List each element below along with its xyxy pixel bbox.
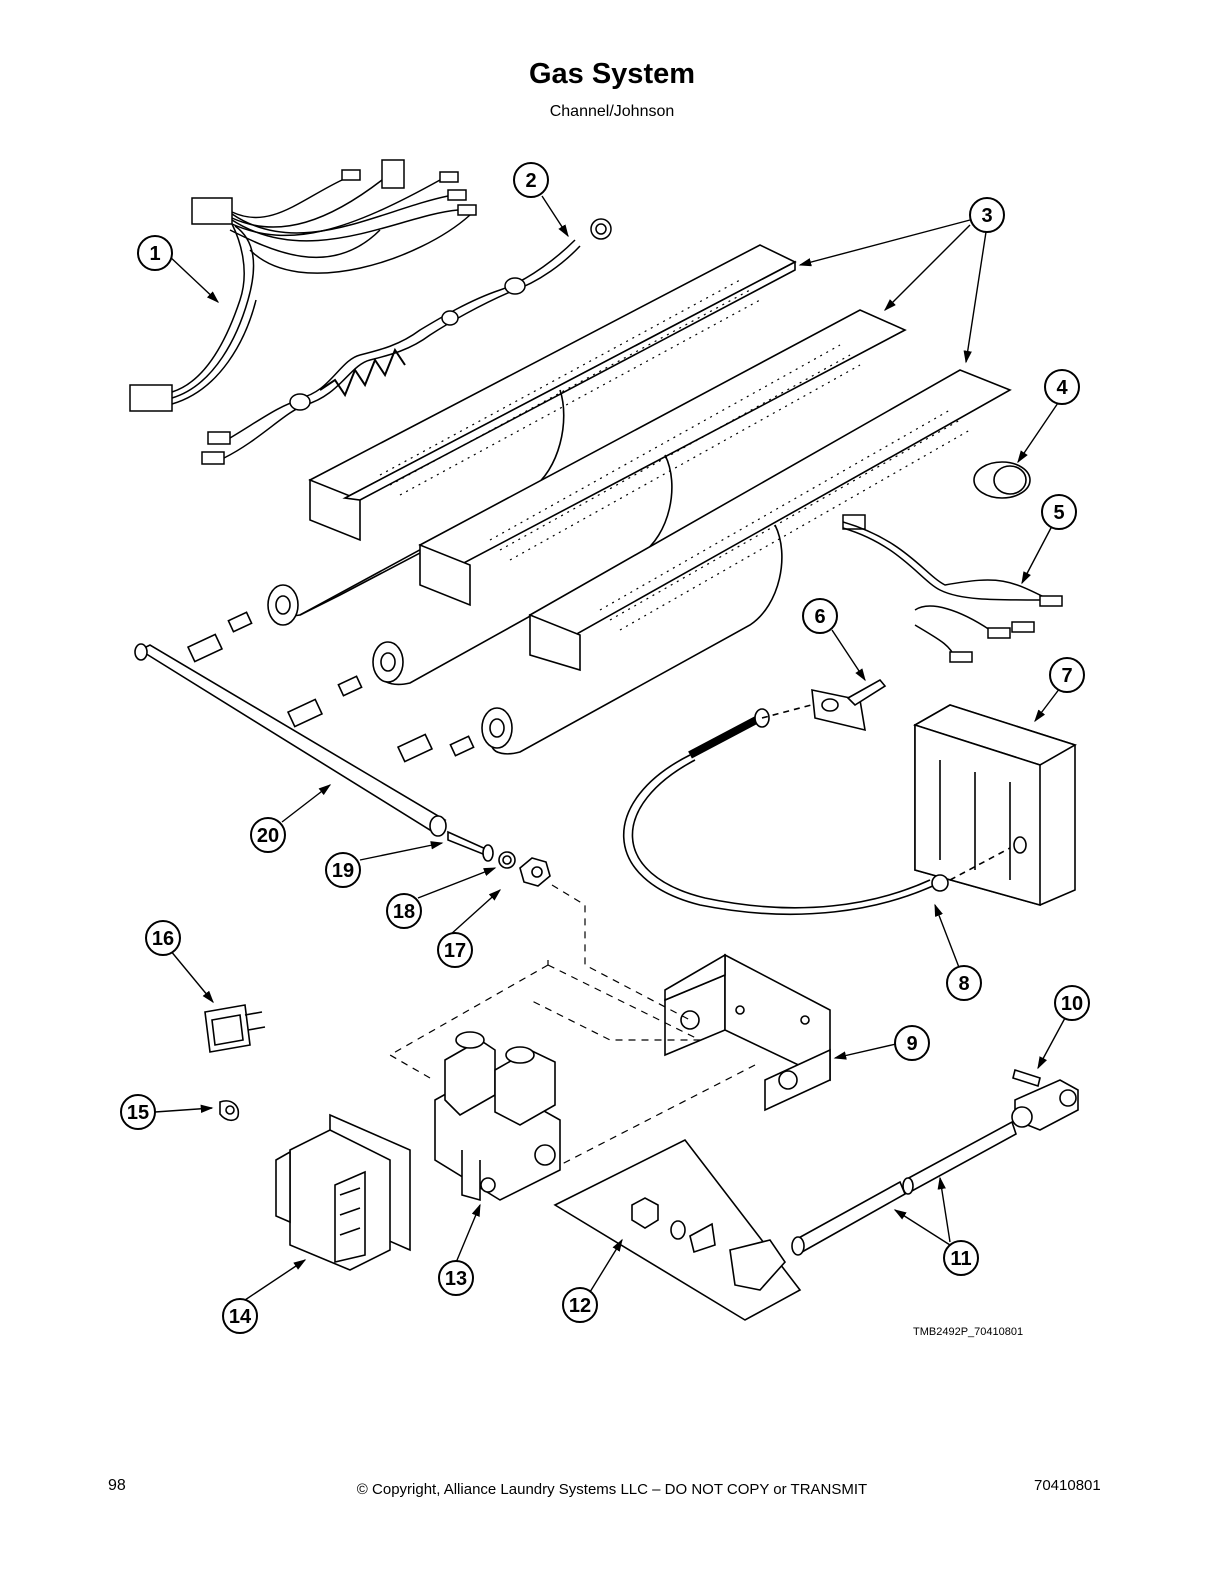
callout-bubble-12 [562, 1287, 598, 1323]
wire-clip [219, 1100, 240, 1122]
wire-lead [842, 514, 1063, 663]
illustration-reference: TMB2492P_70410801 [913, 1326, 1024, 1338]
flame-sensor [811, 678, 887, 732]
gas-valve [434, 1031, 561, 1202]
callout-bubble-14 [222, 1298, 258, 1334]
callout-14: 14 [229, 1306, 252, 1328]
callout-bubble-18 [386, 893, 422, 929]
callout-bubble-11 [943, 1240, 979, 1276]
callout-numbers: 1 2 3 4 5 6 7 8 9 10 11 12 13 14 15 16 1… [127, 170, 1083, 1328]
callout-bubble-4 [1044, 369, 1080, 405]
igniter-cable [622, 703, 1011, 916]
callout-bubble-1 [137, 235, 173, 271]
callout-bubbles [120, 162, 1090, 1334]
callout-19: 19 [332, 860, 354, 882]
callout-13: 13 [445, 1268, 467, 1290]
callout-9: 9 [906, 1033, 917, 1055]
callout-15: 15 [127, 1102, 149, 1124]
gas-manifold [134, 611, 475, 837]
burner-tubes [267, 244, 1012, 755]
page-number: 98 [108, 1477, 126, 1494]
callout-bubble-13 [438, 1260, 474, 1296]
fittings [447, 830, 551, 887]
callout-20: 20 [257, 825, 279, 847]
callout-5: 5 [1053, 502, 1064, 524]
callout-bubble-19 [325, 852, 361, 888]
callout-18: 18 [393, 901, 415, 923]
callout-bubble-2 [513, 162, 549, 198]
callout-12: 12 [569, 1295, 591, 1317]
callout-16: 16 [152, 928, 174, 950]
callout-17: 17 [444, 940, 466, 962]
callout-bubble-7 [1049, 657, 1085, 693]
callout-bubble-16 [145, 920, 181, 956]
callout-3: 3 [981, 205, 992, 227]
burner-port-pattern [379, 279, 971, 631]
copyright-notice: © Copyright, Alliance Laundry Systems LL… [356, 1481, 868, 1498]
page-subtitle: Channel/Johnson [549, 103, 675, 120]
callout-2: 2 [525, 170, 536, 192]
page-title: Gas System [528, 58, 696, 90]
fitting-kit [553, 1138, 802, 1321]
igniter-lead [289, 218, 612, 411]
callout-bubble-3 [969, 197, 1005, 233]
callout-6: 6 [814, 606, 825, 628]
callout-bubble-9 [894, 1025, 930, 1061]
leader-lines [154, 195, 1066, 1301]
callout-7: 7 [1061, 665, 1072, 687]
callout-bubble-15 [120, 1094, 156, 1130]
ignition-module [913, 704, 1077, 907]
valve-bracket [664, 953, 831, 1112]
callout-bubble-8 [946, 965, 982, 1001]
callout-4: 4 [1056, 377, 1068, 399]
callout-8: 8 [958, 973, 969, 995]
rocker-switch [204, 1004, 266, 1053]
shutoff-valve [1011, 1068, 1079, 1131]
thermostat [973, 461, 1031, 499]
callout-bubble-6 [802, 598, 838, 634]
callout-bubble-20 [250, 817, 286, 853]
callout-bubble-10 [1054, 985, 1090, 1021]
wire-harness [129, 159, 477, 465]
callout-11: 11 [950, 1248, 971, 1270]
document-number: 70410801 [1034, 1477, 1101, 1494]
callout-1: 1 [149, 243, 160, 265]
assembly-guides [388, 884, 756, 1166]
callout-10: 10 [1061, 993, 1083, 1015]
callout-bubble-5 [1041, 494, 1077, 530]
transformer [275, 1113, 411, 1271]
pipe-nipples [791, 1120, 1017, 1256]
callout-bubble-17 [437, 932, 473, 968]
